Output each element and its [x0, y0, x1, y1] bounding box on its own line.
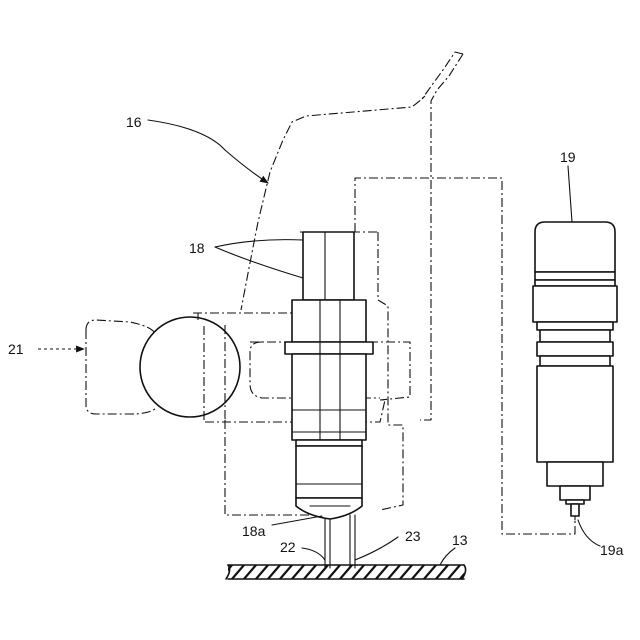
hatch-line	[316, 565, 328, 579]
hatch-line	[412, 565, 424, 579]
label-22: 22	[280, 539, 296, 555]
hatch-line	[388, 565, 400, 579]
workpiece-13	[220, 565, 484, 579]
hatch-line	[424, 565, 436, 579]
hatch-line	[352, 565, 364, 579]
hatch-line	[256, 565, 268, 579]
label-19a: 19a	[600, 542, 624, 558]
hatch-line	[292, 565, 304, 579]
hatch-line	[304, 565, 316, 579]
hatch-line	[244, 565, 256, 579]
hatch-line	[220, 565, 232, 579]
label-23: 23	[405, 528, 421, 544]
hatch-line	[340, 565, 352, 579]
label-18: 18	[189, 240, 205, 256]
hatch-line	[472, 565, 484, 579]
hatch-line	[232, 565, 244, 579]
sensor-19	[533, 222, 617, 520]
label-19: 19	[560, 149, 576, 165]
hatch-line	[268, 565, 280, 579]
label-13: 13	[452, 532, 468, 548]
label-21: 21	[8, 341, 24, 357]
nozzle-18	[285, 232, 373, 519]
label-18a: 18a	[242, 523, 266, 539]
hatch-line	[376, 565, 388, 579]
hatch-line	[280, 565, 292, 579]
hatch-line	[448, 565, 460, 579]
hatch-line	[436, 565, 448, 579]
air-jet-lines	[325, 515, 355, 568]
hatch-line	[364, 565, 376, 579]
label-16: 16	[126, 114, 142, 130]
hatch-line	[400, 565, 412, 579]
